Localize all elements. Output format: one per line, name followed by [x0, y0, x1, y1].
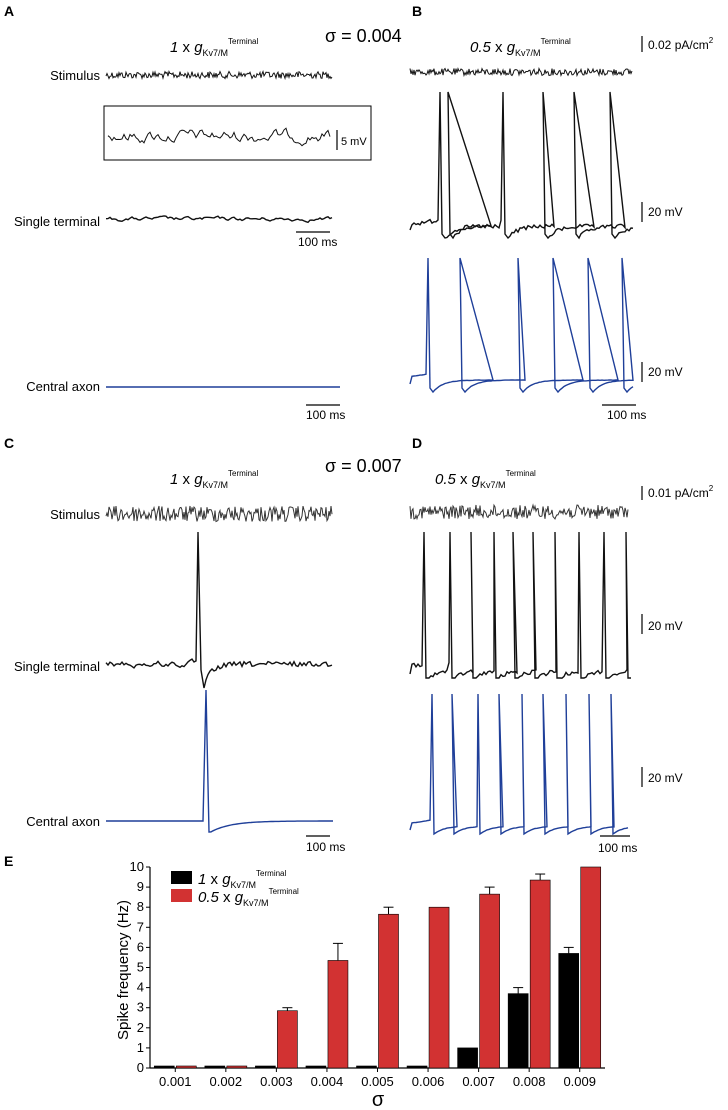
sigma-label-top: σ = 0.004 — [325, 26, 402, 46]
bar-series-1-0.007 — [457, 1047, 478, 1069]
bar-series-2-0.001 — [175, 1065, 197, 1069]
bar-series-1-0.001 — [153, 1065, 175, 1069]
trace-stimulus-d — [409, 503, 629, 521]
trace-single-terminal-d — [409, 531, 631, 679]
sigma-label-middle: σ = 0.007 — [325, 456, 402, 476]
bar-series-2-0.008 — [529, 879, 551, 1069]
label-stimulus-c: Stimulus — [50, 507, 100, 522]
panel-c-title: 1 x gKv7/MTerminal — [170, 469, 259, 490]
panel-d: D 0.5 x gKv7/MTerminal 0.01 pA/cm2 20 mV… — [409, 435, 714, 855]
y-tick-label: 2 — [137, 1020, 144, 1035]
x-tick-label: 0.004 — [311, 1074, 344, 1089]
panel-c-letter: C — [4, 435, 14, 451]
scale-label-time-c: 100 ms — [306, 840, 345, 854]
legend-swatch-red — [171, 889, 192, 902]
bar-series-2-0.002 — [226, 1065, 248, 1069]
bar-series-2-0.006 — [428, 906, 450, 1069]
x-tick-label: 0.002 — [210, 1074, 243, 1089]
panel-b: B 0.5 x gKv7/MTerminal 0.02 pA/cm2 20 mV… — [409, 3, 714, 422]
legend-label-series-2: 0.5 x gKv7/MTerminal — [198, 887, 299, 908]
x-tick-label: 0.006 — [412, 1074, 445, 1089]
trace-single-terminal-c — [105, 531, 333, 689]
panel-b-letter: B — [412, 3, 422, 19]
y-axis-label: Spike frequency (Hz) — [115, 900, 132, 1040]
x-tick-label: 0.007 — [462, 1074, 495, 1089]
panel-a-title: 1 x gKv7/MTerminal — [170, 37, 259, 58]
label-central-axon-c: Central axon — [26, 814, 100, 829]
trace-central-axon-c — [106, 689, 333, 833]
scale-label-time-d: 100 ms — [598, 841, 637, 855]
scale-label-time-b: 100 ms — [607, 408, 646, 422]
panel-d-title: 0.5 x gKv7/MTerminal — [435, 469, 536, 490]
bar-series-2-0.004 — [327, 960, 349, 1069]
panel-e: E Spike frequency (Hz) σ 0 1 2 3 4 5 6 7 8 9 10 0.0… — [4, 853, 605, 1110]
scale-label-volt-d2: 20 mV — [648, 771, 683, 785]
x-axis-label: σ — [372, 1089, 385, 1110]
y-tick-label: 1 — [137, 1040, 144, 1055]
y-tick-label: 5 — [137, 960, 144, 975]
bar-series-1-0.005 — [356, 1065, 377, 1069]
x-tick-label: 0.009 — [563, 1074, 596, 1089]
x-tick-label: 0.003 — [260, 1074, 293, 1089]
scale-label-stim-d: 0.01 pA/cm2 — [648, 484, 714, 500]
trace-single-terminal-a — [105, 215, 333, 224]
panel-a-letter: A — [4, 3, 14, 19]
x-tick-label: 0.001 — [159, 1074, 192, 1089]
y-tick-label: 4 — [137, 980, 144, 995]
y-tick-label: 3 — [137, 1000, 144, 1015]
bar-series-2-0.003 — [277, 1010, 298, 1069]
panel-b-title: 0.5 x gKv7/MTerminal — [470, 37, 571, 58]
scale-label-time-a2: 100 ms — [306, 408, 345, 422]
panel-e-letter: E — [4, 853, 13, 869]
trace-inset-a — [107, 127, 331, 147]
y-tick-label: 10 — [130, 859, 144, 874]
panel-d-letter: D — [412, 435, 422, 451]
scale-label-volt-d1: 20 mV — [648, 619, 683, 633]
bar-series-1-0.002 — [204, 1065, 226, 1069]
scale-label-volt-b1: 20 mV — [648, 205, 683, 219]
trace-single-terminal-b — [409, 91, 634, 240]
x-tick-label: 0.008 — [513, 1074, 546, 1089]
chart-tick-labels: 0 1 2 3 4 5 6 7 8 9 10 0.001 0.002 0.003 0.004 0.005 0.0… — [130, 859, 596, 1089]
bar-series-1-0.003 — [255, 1065, 276, 1069]
inset-box — [103, 105, 372, 161]
x-tick-label: 0.005 — [361, 1074, 394, 1089]
trace-stimulus-a — [105, 69, 333, 81]
bar-series-1-0.006 — [406, 1065, 428, 1069]
y-tick-label: 7 — [137, 919, 144, 934]
scale-label-volt-b2: 20 mV — [648, 365, 683, 379]
bar-series-1-0.009 — [558, 953, 580, 1069]
y-tick-label: 9 — [137, 879, 144, 894]
inset-scale-label: 5 mV — [341, 136, 367, 148]
bar-series-1-0.008 — [507, 993, 529, 1069]
bar-series-2-0.007 — [479, 893, 500, 1069]
panel-c: C 1 x gKv7/MTerminal Stimulus Single ter… — [4, 435, 345, 854]
scale-label-time-a1: 100 ms — [298, 235, 337, 249]
trace-central-axon-b — [409, 257, 634, 394]
panel-a: A 1 x gKv7/MTerminal Stimulus 5 mV Singl… — [4, 3, 372, 422]
chart-axes — [146, 866, 605, 1072]
y-tick-label: 6 — [137, 939, 144, 954]
label-stimulus-a: Stimulus — [50, 68, 100, 83]
bar-series-1-0.004 — [305, 1065, 327, 1069]
y-tick-label: 8 — [137, 899, 144, 914]
trace-stimulus-b — [409, 67, 633, 78]
bar-series-2-0.009 — [580, 866, 602, 1069]
label-single-terminal-c: Single terminal — [14, 659, 100, 674]
bar-series-2-0.005 — [378, 913, 399, 1069]
legend-swatch-black — [171, 871, 192, 884]
chart-legend: 1 x gKv7/MTerminal 0.5 x gKv7/MTerminal — [171, 869, 299, 908]
y-tick-label: 0 — [137, 1060, 144, 1075]
chart-bars — [153, 866, 602, 1069]
trace-stimulus-c — [105, 505, 333, 523]
trace-central-axon-d — [409, 693, 629, 836]
scale-label-stim-b: 0.02 pA/cm2 — [648, 36, 714, 52]
label-single-terminal-a: Single terminal — [14, 214, 100, 229]
legend-label-series-1: 1 x gKv7/MTerminal — [198, 869, 287, 890]
label-central-axon-a: Central axon — [26, 379, 100, 394]
